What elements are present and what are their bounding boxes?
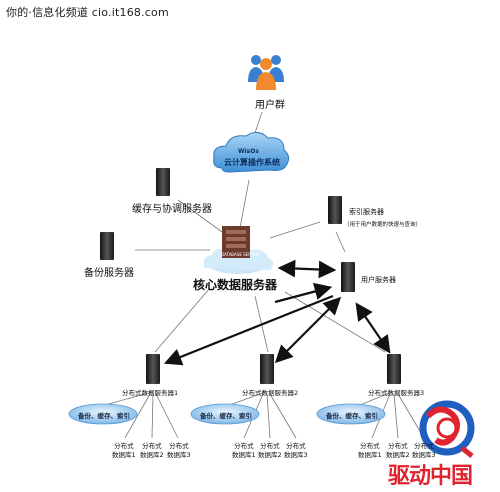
core-server-label: 核心数据服务器	[193, 278, 278, 292]
db-leaf-2-1: 分布式数据库1	[232, 442, 256, 459]
user-group-icon	[248, 55, 284, 90]
ops-ellipse-3	[316, 403, 386, 425]
cloud-icon	[213, 132, 290, 173]
user-server-icon	[341, 262, 355, 292]
arrow-core-user	[277, 259, 337, 279]
db-leaf-1-3: 分布式数据库3	[167, 442, 191, 459]
dist-server-3-label: 分布式数据服务器3	[368, 389, 425, 397]
db-leaf-3-3: 分布式数据库3	[412, 442, 436, 459]
logo-text: 驱动中国	[388, 464, 473, 489]
line-cache-core	[177, 199, 223, 233]
backup-server-icon	[100, 232, 114, 260]
line-index-user	[335, 231, 346, 253]
db-leaf-2-2: 分布式数据库2	[258, 442, 282, 459]
ops-label-1: 备份、缓存、索引	[78, 412, 130, 420]
ops-label-2: 备份、缓存、索引	[200, 412, 252, 420]
db-leaf-2-3: 分布式数据库3	[284, 442, 308, 459]
ops-label-3: 备份、缓存、索引	[326, 412, 378, 420]
user-group-label: 用户群	[255, 100, 285, 111]
dist-server-1-label: 分布式数据服务器1	[122, 389, 179, 397]
user-server-label: 用户服务器	[361, 276, 396, 284]
index-server-label: 索引服务器	[349, 208, 384, 216]
core-server-icon	[203, 226, 274, 274]
arrow-core-userserver	[274, 282, 333, 304]
db-leaf-1-1: 分布式数据库1	[112, 442, 136, 459]
line-core-dist1	[154, 287, 211, 353]
cloud-brand-label: WisOs	[238, 148, 259, 155]
dist-server-1-icon	[146, 354, 160, 384]
ops-ellipse-1	[68, 403, 138, 425]
cache-server-label: 缓存与协调服务器	[132, 204, 212, 215]
index-server-icon	[328, 196, 342, 224]
dist-server-2-label: 分布式数据服务器2	[242, 389, 299, 397]
db-leaf-3-1: 分布式数据库1	[358, 442, 382, 459]
watermark-text: 你的·信息化频道 cio.it168.com	[6, 6, 169, 19]
index-note-label: （用于用户数据的快速与查询）	[344, 222, 422, 228]
arrow-user-dist2	[274, 296, 342, 364]
arrow-user-dist3	[355, 302, 391, 354]
db-leaf-3-2: 分布式数据库2	[386, 442, 410, 459]
cache-server-icon	[156, 168, 170, 196]
cloud-os-label: 云计算操作系统	[224, 158, 280, 167]
line-core-index	[269, 221, 321, 239]
core-badge-label: DATABASE SERVER	[221, 252, 259, 257]
dist-server-3-icon	[387, 354, 401, 384]
db-leaf-1-2: 分布式数据库2	[140, 442, 164, 459]
logo-emblem-icon	[419, 400, 475, 458]
data-flow-arrows	[163, 259, 391, 366]
line-cloud-core	[239, 179, 250, 229]
dist-server-2-icon	[260, 354, 274, 384]
ops-ellipse-2	[190, 403, 260, 425]
backup-server-label: 备份服务器	[84, 268, 134, 279]
